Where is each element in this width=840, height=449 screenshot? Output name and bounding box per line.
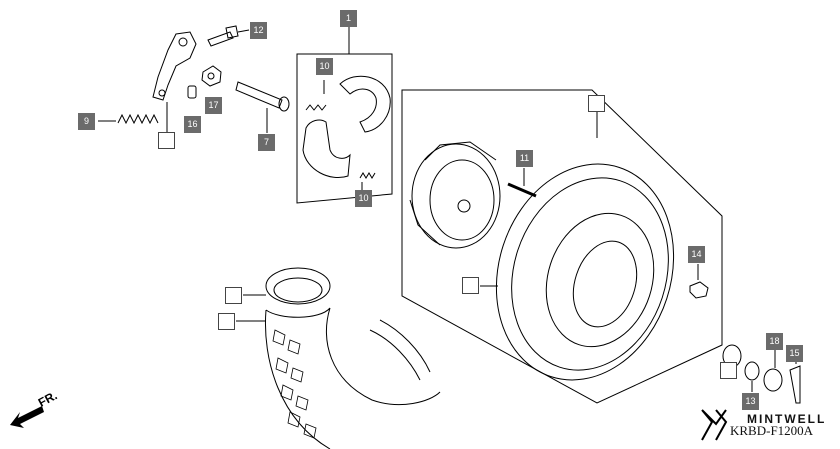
nut-17 (201, 65, 222, 87)
cam-shaft-7 (235, 81, 283, 109)
rim-outer (495, 163, 675, 381)
brand-name: MINTWELL (747, 412, 827, 426)
part-code: KRBD-F1200A (730, 423, 814, 438)
front-direction-arrow (10, 406, 44, 428)
callout-7: 7 (258, 134, 275, 151)
brand-logo (701, 409, 728, 441)
brake-panel (411, 143, 501, 249)
axle-nut-14 (689, 281, 709, 299)
brake-shoe-upper (339, 75, 391, 133)
callout-14: 14 (688, 246, 705, 263)
brake-shoe-lower (302, 119, 351, 178)
callout-15: 15 (786, 345, 803, 362)
pin-16 (187, 85, 197, 99)
brake-shoe-set-outline (296, 53, 393, 204)
inner-tube (265, 267, 331, 305)
callout-13: 13 (742, 393, 759, 410)
callout-empty-collar (720, 362, 737, 379)
shoe-spring-lower (359, 172, 376, 179)
stud-11 (507, 182, 537, 198)
callout-empty-wheel-assembly (588, 95, 605, 112)
nut-13 (744, 361, 760, 381)
callout-9: 9 (78, 113, 95, 130)
callout-empty-tire (218, 313, 235, 330)
bolt-12 (207, 31, 234, 47)
callout-empty-rim (462, 277, 479, 294)
callout-empty-brake-arm (158, 132, 175, 149)
wheel-assembly-outline (401, 89, 723, 404)
callout-16: 16 (184, 116, 201, 133)
callout-1: 1 (340, 10, 357, 27)
cotter-pin-15 (789, 365, 801, 404)
callout-empty-tube (225, 287, 242, 304)
castle-nut-18 (763, 368, 783, 392)
callout-10-lower: 10 (355, 190, 372, 207)
spring-9 (117, 113, 159, 125)
shoe-spring-upper (305, 104, 327, 111)
callout-18: 18 (766, 333, 783, 350)
tire (264, 307, 441, 449)
callout-17: 17 (205, 97, 222, 114)
callout-12: 12 (250, 22, 267, 39)
callout-11: 11 (516, 150, 533, 167)
brake-arm (152, 31, 197, 101)
callout-10-upper: 10 (316, 58, 333, 75)
